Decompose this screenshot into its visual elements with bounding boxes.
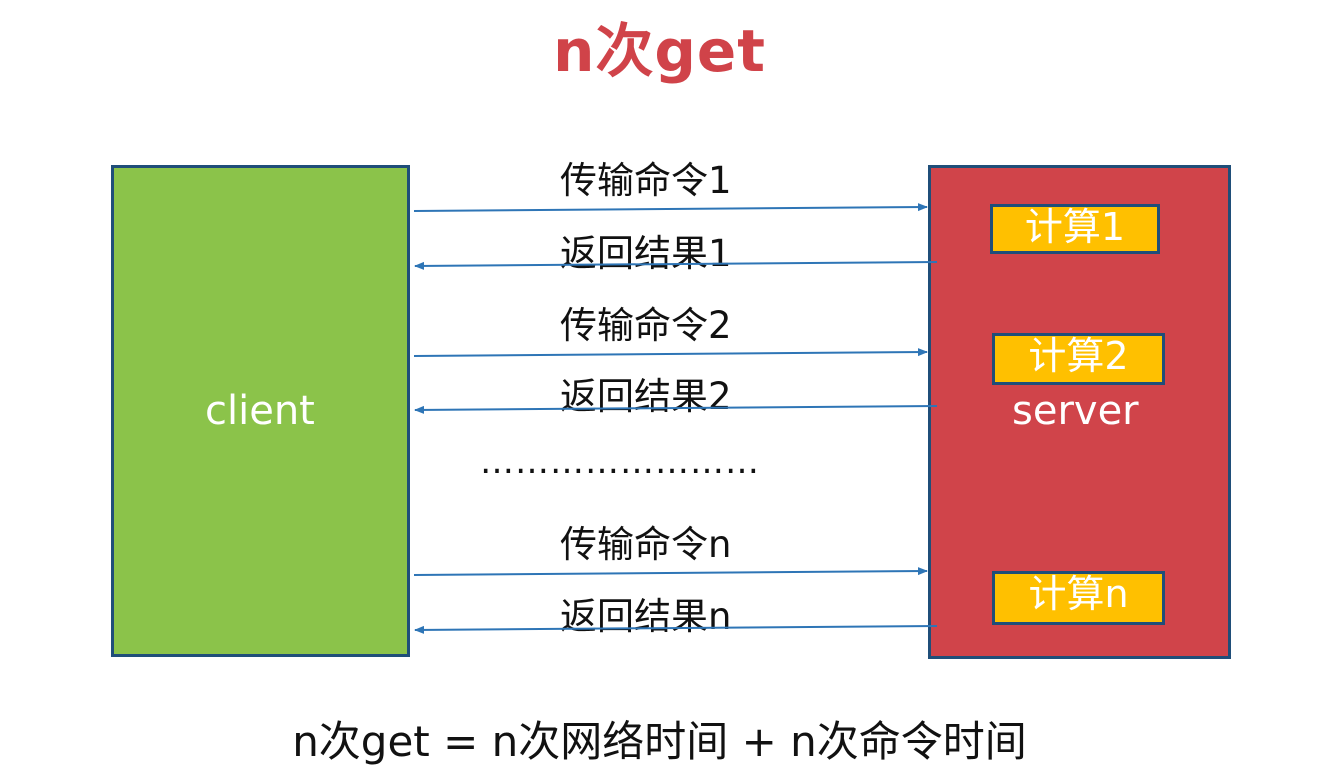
- formula: n次get = n次网络时间 + n次命令时间: [292, 717, 1027, 766]
- return-arrow-2: [414, 405, 938, 414]
- compute-block-1: 计算1: [990, 204, 1160, 254]
- return-result-1-label: 返回结果1: [560, 232, 732, 275]
- compute-block-2: 计算2: [992, 333, 1165, 385]
- ellipsis: ……………………: [480, 442, 760, 482]
- client-label: client: [205, 388, 315, 434]
- send-command-1-label: 传输命令1: [560, 159, 732, 202]
- compute-block-n: 计算n: [992, 571, 1165, 625]
- return-arrow-1: [414, 261, 938, 270]
- return-result-2-label: 返回结果2: [560, 375, 732, 418]
- diagram-title: n次get: [553, 17, 766, 85]
- send-arrow-2: [413, 348, 928, 357]
- client-box: [111, 165, 410, 657]
- send-command-n-label: 传输命令n: [560, 523, 732, 566]
- send-arrow-1: [413, 203, 928, 212]
- return-result-n-label: 返回结果n: [560, 595, 732, 638]
- return-arrow-n: [414, 625, 938, 634]
- send-arrow-n: [413, 567, 928, 576]
- server-label: server: [1012, 388, 1139, 434]
- send-command-2-label: 传输命令2: [560, 304, 732, 347]
